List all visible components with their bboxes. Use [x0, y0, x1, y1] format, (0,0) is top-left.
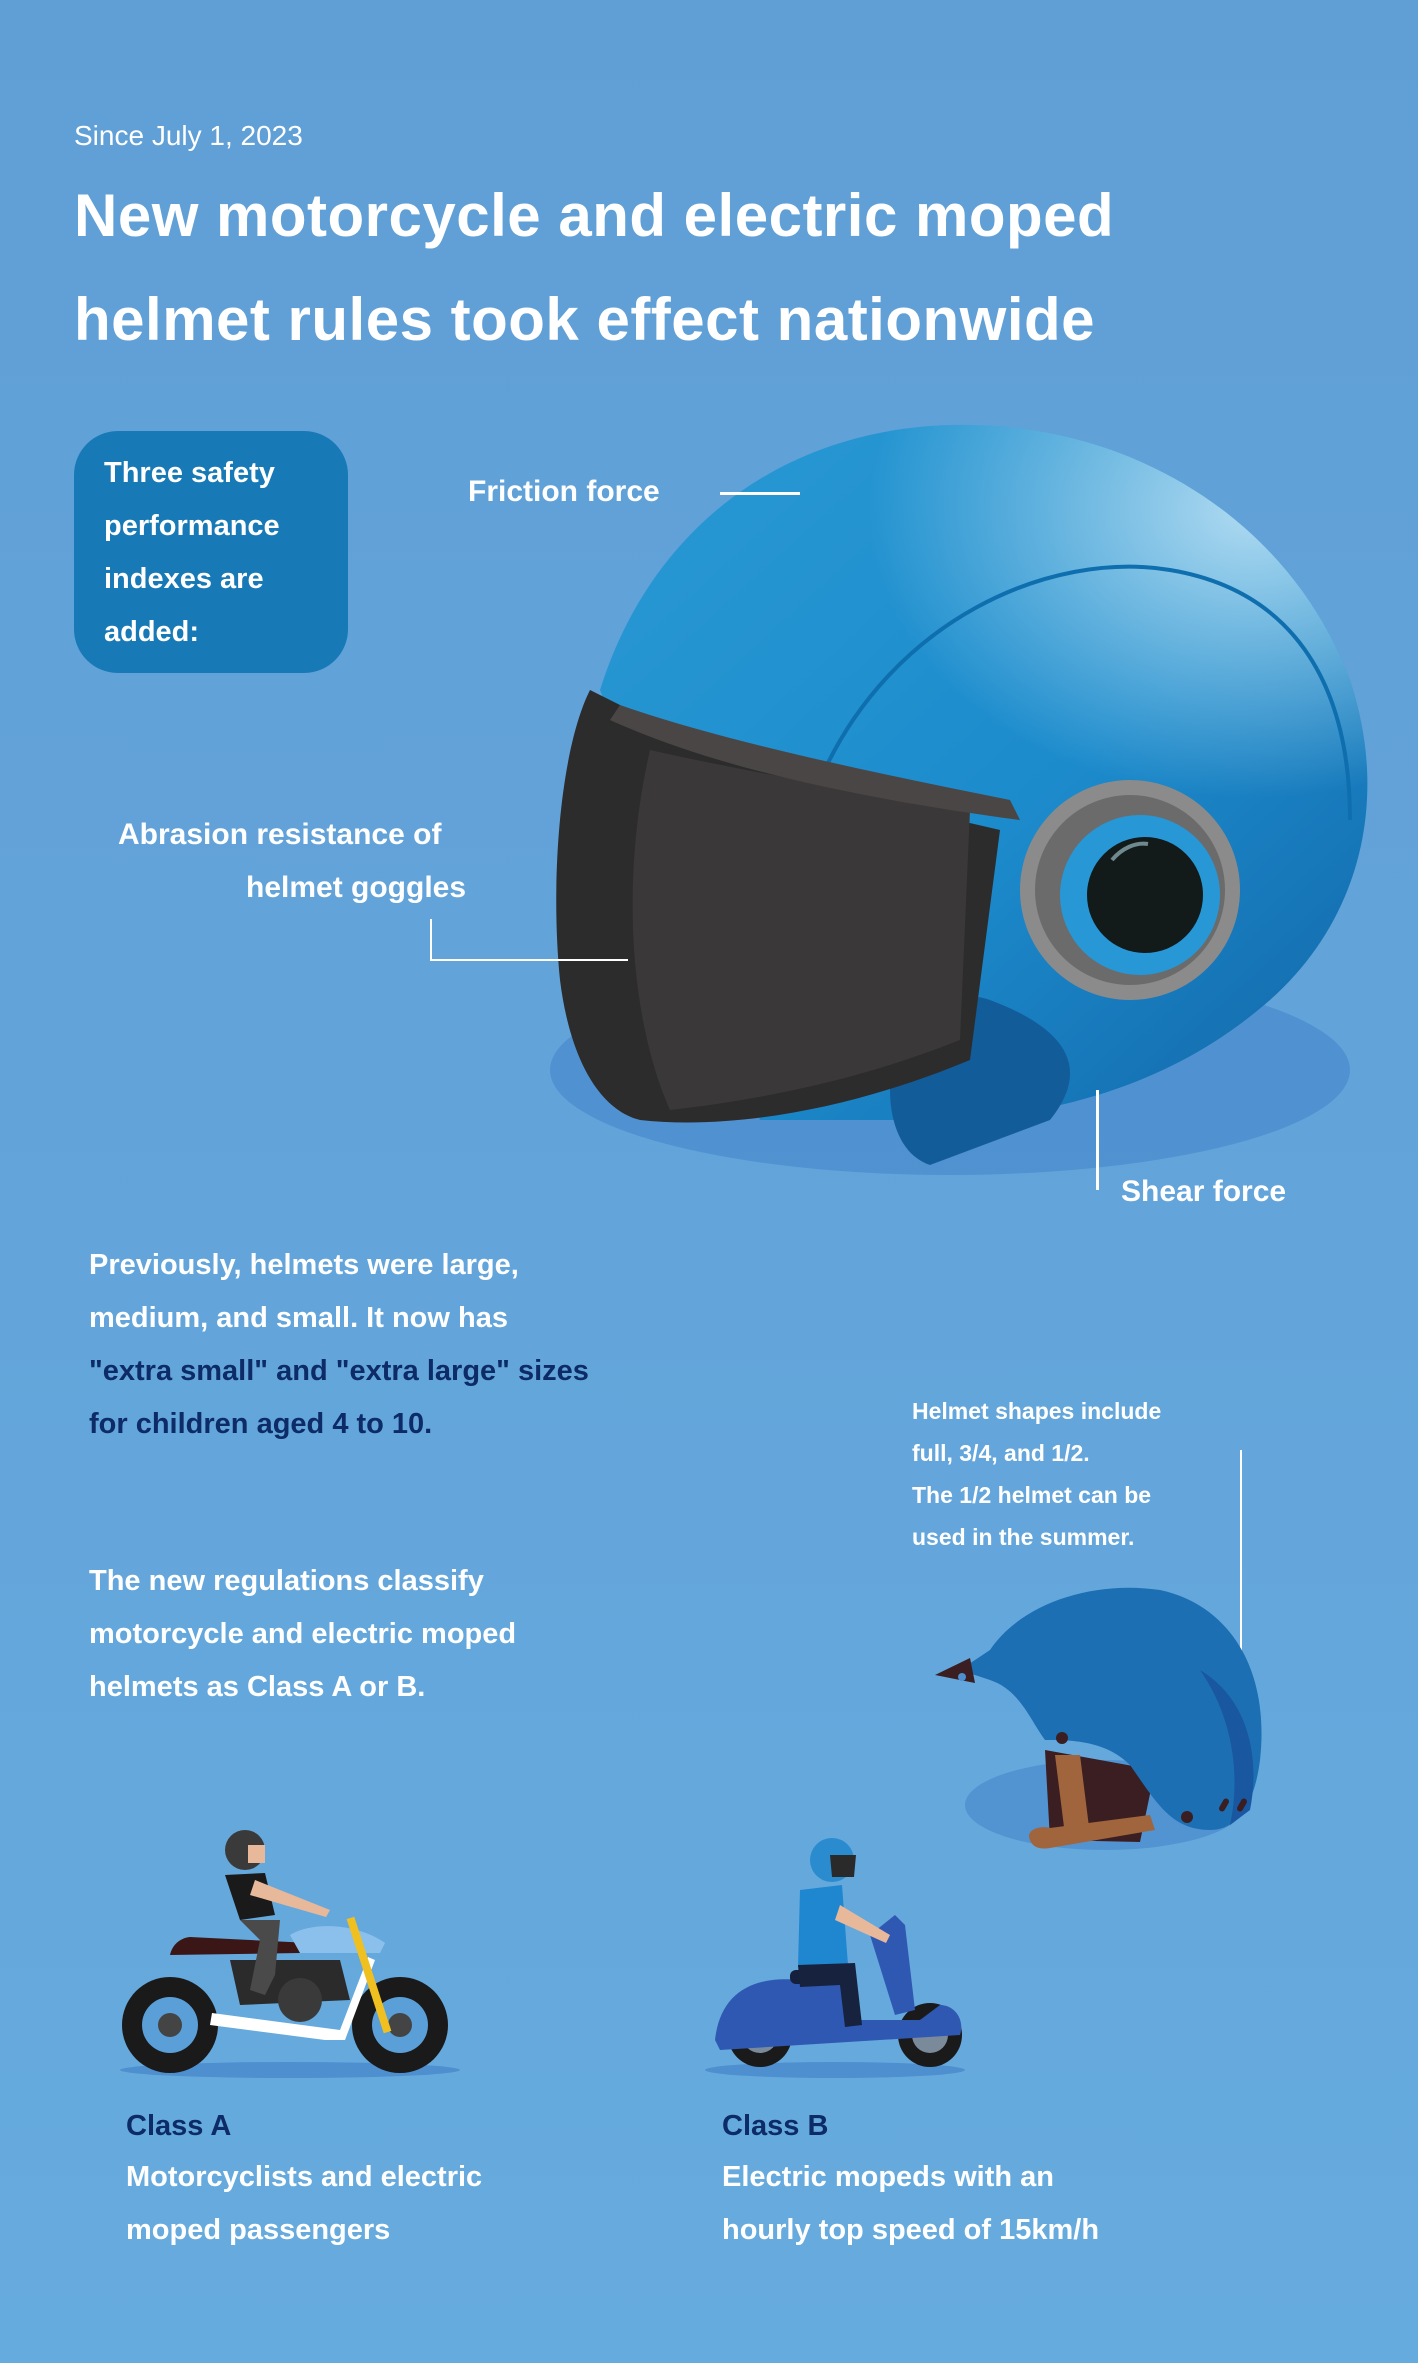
shear-force-label: Shear force	[1121, 1175, 1287, 1208]
class-a-desc-line: Motorcyclists and electric	[126, 2161, 483, 2193]
friction-callout-line	[720, 492, 800, 495]
shapes-line: used in the summer.	[912, 1524, 1135, 1550]
safety-box-line: performance	[104, 510, 280, 542]
motorcycle-rider-icon	[100, 1825, 480, 2080]
classify-paragraph: The new regulations classify motorcycle …	[89, 1555, 689, 1714]
abrasion-callout-line-vertical	[430, 919, 432, 961]
shapes-callout-line	[1240, 1450, 1242, 1682]
safety-box-line: indexes are	[104, 563, 264, 595]
half-helmet-icon	[930, 1580, 1270, 1880]
class-a-description: Motorcyclists and electric moped passeng…	[126, 2151, 646, 2257]
class-b-desc-line: hourly top speed of 15km/h	[722, 2214, 1100, 2246]
scooter-rider-icon	[690, 1825, 980, 2080]
class-a-desc-line: moped passengers	[126, 2214, 391, 2246]
shapes-line: The 1/2 helmet can be	[912, 1482, 1152, 1508]
abrasion-label-line-1: Abrasion resistance of	[118, 818, 442, 851]
class-a-title: Class A	[126, 2110, 232, 2142]
sizes-paragraph: Previously, helmets were large, medium, …	[89, 1239, 729, 1451]
classify-line: helmets as Class A or B.	[89, 1671, 426, 1703]
class-a-section: Class A Motorcyclists and electric moped…	[126, 2110, 646, 2257]
shear-callout-line	[1096, 1090, 1099, 1190]
helmet-shapes-note: Helmet shapes include full, 3/4, and 1/2…	[912, 1390, 1252, 1558]
sizes-line-highlight: for children aged 4 to 10.	[89, 1408, 433, 1440]
classify-line: motorcycle and electric moped	[89, 1618, 517, 1650]
sizes-line-highlight: "extra small" and "extra large" sizes	[89, 1355, 589, 1387]
full-helmet-icon	[530, 420, 1390, 1200]
sizes-line: Previously, helmets were large,	[89, 1249, 519, 1281]
safety-indexes-box: Three safety performance indexes are add…	[74, 431, 348, 673]
page-title: New motorcycle and electric moped helmet…	[74, 164, 1374, 372]
title-line-1: New motorcycle and electric moped	[74, 182, 1115, 249]
class-b-section: Class B Electric mopeds with an hourly t…	[722, 2110, 1282, 2257]
shapes-line: full, 3/4, and 1/2.	[912, 1440, 1090, 1466]
class-b-description: Electric mopeds with an hourly top speed…	[722, 2151, 1282, 2257]
shapes-line: Helmet shapes include	[912, 1398, 1162, 1424]
sizes-line: medium, and small. It now has	[89, 1302, 508, 1334]
title-line-2: helmet rules took effect nationwide	[74, 286, 1096, 353]
friction-force-label: Friction force	[468, 475, 660, 508]
classify-line: The new regulations classify	[89, 1565, 484, 1597]
class-b-desc-line: Electric mopeds with an	[722, 2161, 1054, 2193]
effective-date: Since July 1, 2023	[74, 120, 303, 151]
safety-box-line: Three safety	[104, 457, 275, 489]
safety-box-line: added:	[104, 616, 200, 648]
class-b-title: Class B	[722, 2110, 829, 2142]
abrasion-label-line-2: helmet goggles	[246, 871, 467, 904]
abrasion-callout-line-horizontal	[430, 959, 628, 961]
